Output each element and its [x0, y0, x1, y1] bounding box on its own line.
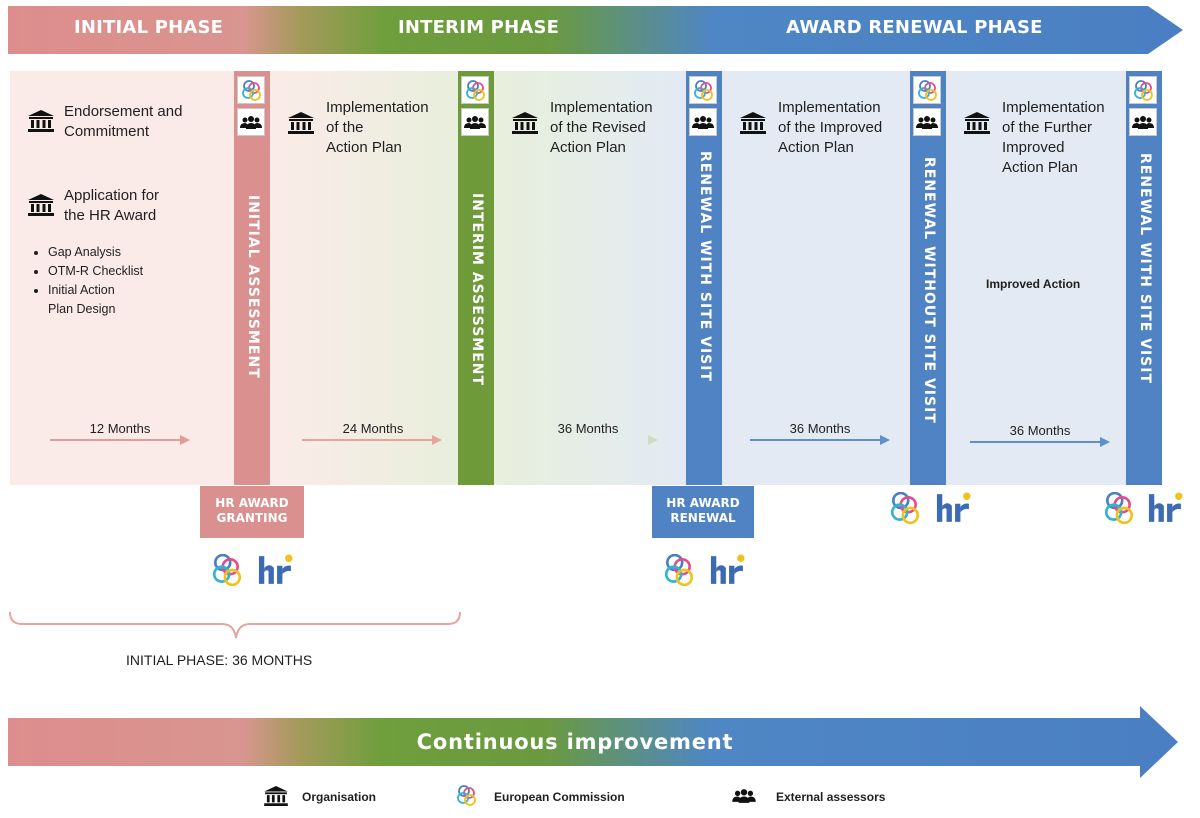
phase-arrow — [8, 6, 1183, 54]
external-assessors-icon — [913, 108, 941, 136]
bar-interim-assessment: INTERIM ASSESSMENT — [458, 71, 494, 485]
list-item: Plan Design — [48, 302, 116, 316]
list-item: OTM-R Checklist — [48, 262, 143, 281]
institution-icon — [964, 112, 990, 134]
renewal-site-visit-label: RENEWAL WITH SITE VISIT — [697, 151, 713, 383]
institution-icon — [740, 112, 766, 134]
duration-arrow — [750, 435, 890, 445]
external-assessors-icon — [461, 108, 489, 136]
external-assessors-icon — [732, 789, 756, 803]
panel-revised-plan — [494, 71, 686, 485]
panel-improved-plan — [722, 71, 910, 485]
institution-icon — [512, 112, 538, 134]
interim-assessment-label: INTERIM ASSESSMENT — [469, 193, 485, 387]
institution-icon — [288, 112, 314, 134]
hr-logo — [258, 554, 293, 584]
hr-logo — [710, 554, 745, 584]
institution-icon — [28, 194, 54, 216]
bar-renewal-site-visit: RENEWAL WITH SITE VISIT — [686, 71, 722, 485]
legend-external-assessors: External assessors — [776, 790, 886, 804]
improved-action-note: Improved Action — [986, 277, 1081, 291]
continuous-improvement-arrow — [8, 706, 1178, 778]
european-commission-icon — [461, 76, 489, 104]
duration-arrow — [50, 435, 190, 445]
european-commission-logo — [664, 554, 694, 587]
phase-label-initial: INITIAL PHASE — [74, 17, 224, 38]
european-commission-logo — [1104, 492, 1134, 525]
european-commission-icon — [457, 785, 476, 806]
duration-label: 24 Months — [342, 421, 404, 436]
brace-label: INITIAL PHASE: 36 MONTHS — [126, 652, 313, 668]
institution-icon — [264, 786, 288, 806]
duration-label: 36 Months — [557, 421, 619, 436]
european-commission-icon — [913, 76, 941, 104]
external-assessors-icon — [237, 108, 265, 136]
external-assessors-icon — [1129, 108, 1157, 136]
list-item: Gap Analysis — [48, 243, 143, 262]
european-commission-icon — [689, 76, 717, 104]
panel-action-plan — [270, 71, 458, 485]
duration-label: 12 Months — [89, 421, 151, 436]
renewal-site-visit-2-label: RENEWAL WITH SITE VISIT — [1137, 153, 1153, 385]
continuous-improvement-label: Continuous improvement — [416, 730, 734, 754]
external-assessors-icon — [689, 108, 717, 136]
duration-arrow — [518, 435, 658, 445]
bar-renewal-no-site-visit: RENEWAL WITHOUT SITE VISIT — [910, 71, 946, 485]
institution-icon — [28, 110, 54, 132]
hr-logo — [1148, 492, 1183, 522]
european-commission-logo — [890, 492, 920, 525]
panel-further-plan — [946, 71, 1126, 485]
bar-initial-assessment: INITIAL ASSESSMENT — [234, 71, 270, 485]
duration-label: 36 Months — [789, 421, 851, 436]
renewal-no-site-visit-label: RENEWAL WITHOUT SITE VISIT — [921, 157, 937, 424]
hr-logo — [936, 492, 971, 522]
phase-label-renewal: AWARD RENEWAL PHASE — [786, 17, 1043, 38]
european-commission-icon — [237, 76, 265, 104]
duration-arrow — [970, 437, 1110, 447]
duration-label: 36 Months — [1009, 423, 1071, 438]
european-commission-icon — [1129, 76, 1157, 104]
duration-arrow — [302, 435, 442, 445]
initial-phase-brace — [9, 611, 461, 639]
phase-label-interim: INTERIM PHASE — [398, 17, 560, 38]
bar-renewal-site-visit-2: RENEWAL WITH SITE VISIT — [1126, 71, 1162, 485]
application-steps-list: Gap Analysis OTM-R Checklist Initial Act… — [32, 243, 143, 319]
list-item: Initial Action — [48, 281, 143, 300]
initial-assessment-label: INITIAL ASSESSMENT — [245, 195, 261, 379]
panel-initial — [10, 71, 234, 485]
legend-european-commission: European Commission — [494, 790, 625, 804]
legend-organisation: Organisation — [302, 790, 377, 804]
european-commission-logo — [212, 554, 242, 587]
